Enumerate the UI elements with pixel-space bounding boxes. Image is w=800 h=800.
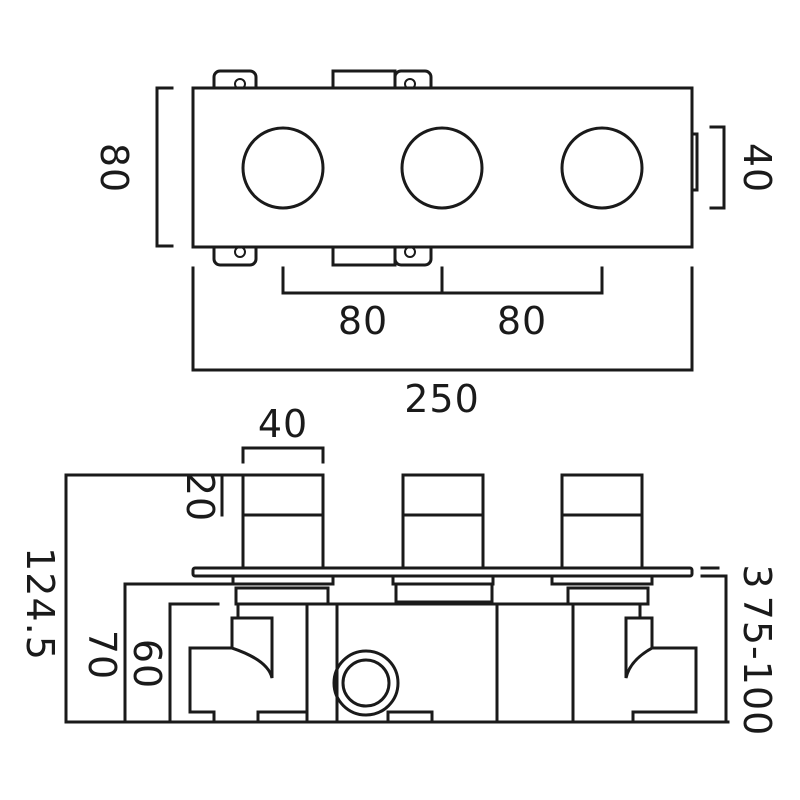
- outlet-port: [332, 649, 400, 717]
- faceplate-edge-tab: [690, 132, 699, 192]
- dimension-label-overall-width: 250: [404, 377, 480, 421]
- control-knob-middle: [400, 126, 484, 210]
- dimension-label-total-depth: 124.5: [18, 547, 62, 661]
- dimension-label-spacing-right: 80: [497, 299, 547, 343]
- dimension-label-height: 80: [92, 143, 136, 193]
- handle-right: [560, 473, 644, 570]
- dimension-label-plate-thickness: 3: [735, 564, 779, 589]
- handle-left: [241, 473, 325, 570]
- dimension-label-side-depth: 40: [735, 143, 779, 193]
- dimension-label-depth-70: 70: [80, 630, 124, 680]
- dimension-line-depth-70: [123, 582, 235, 724]
- dimension-label-handle-width: 40: [258, 402, 308, 446]
- dimension-label-wall-range: 75-100: [735, 596, 779, 737]
- handle-middle: [401, 473, 485, 570]
- dimension-label-spacing-left: 80: [338, 299, 388, 343]
- dimension-line-height: [155, 86, 174, 248]
- dimension-line-wall-range: [700, 574, 728, 724]
- control-knob-right: [560, 126, 644, 210]
- valve-body: [188, 582, 698, 724]
- dimension-line-depth-60: [168, 602, 220, 724]
- dimension-line-handle-width: [241, 446, 325, 464]
- dimension-line-side-depth: [709, 125, 726, 210]
- side-view: 40 20: [18, 402, 779, 736]
- dimension-label-depth-60: 60: [125, 639, 169, 689]
- control-knob-left: [241, 126, 325, 210]
- dimension-line-overall-width: [191, 266, 694, 372]
- dimension-line-total-depth: [64, 473, 245, 724]
- top-view: 80 40 80 80 250: [92, 69, 779, 421]
- dimension-label-handle-height: 20: [178, 472, 222, 522]
- faceplate-top-view: [191, 86, 694, 249]
